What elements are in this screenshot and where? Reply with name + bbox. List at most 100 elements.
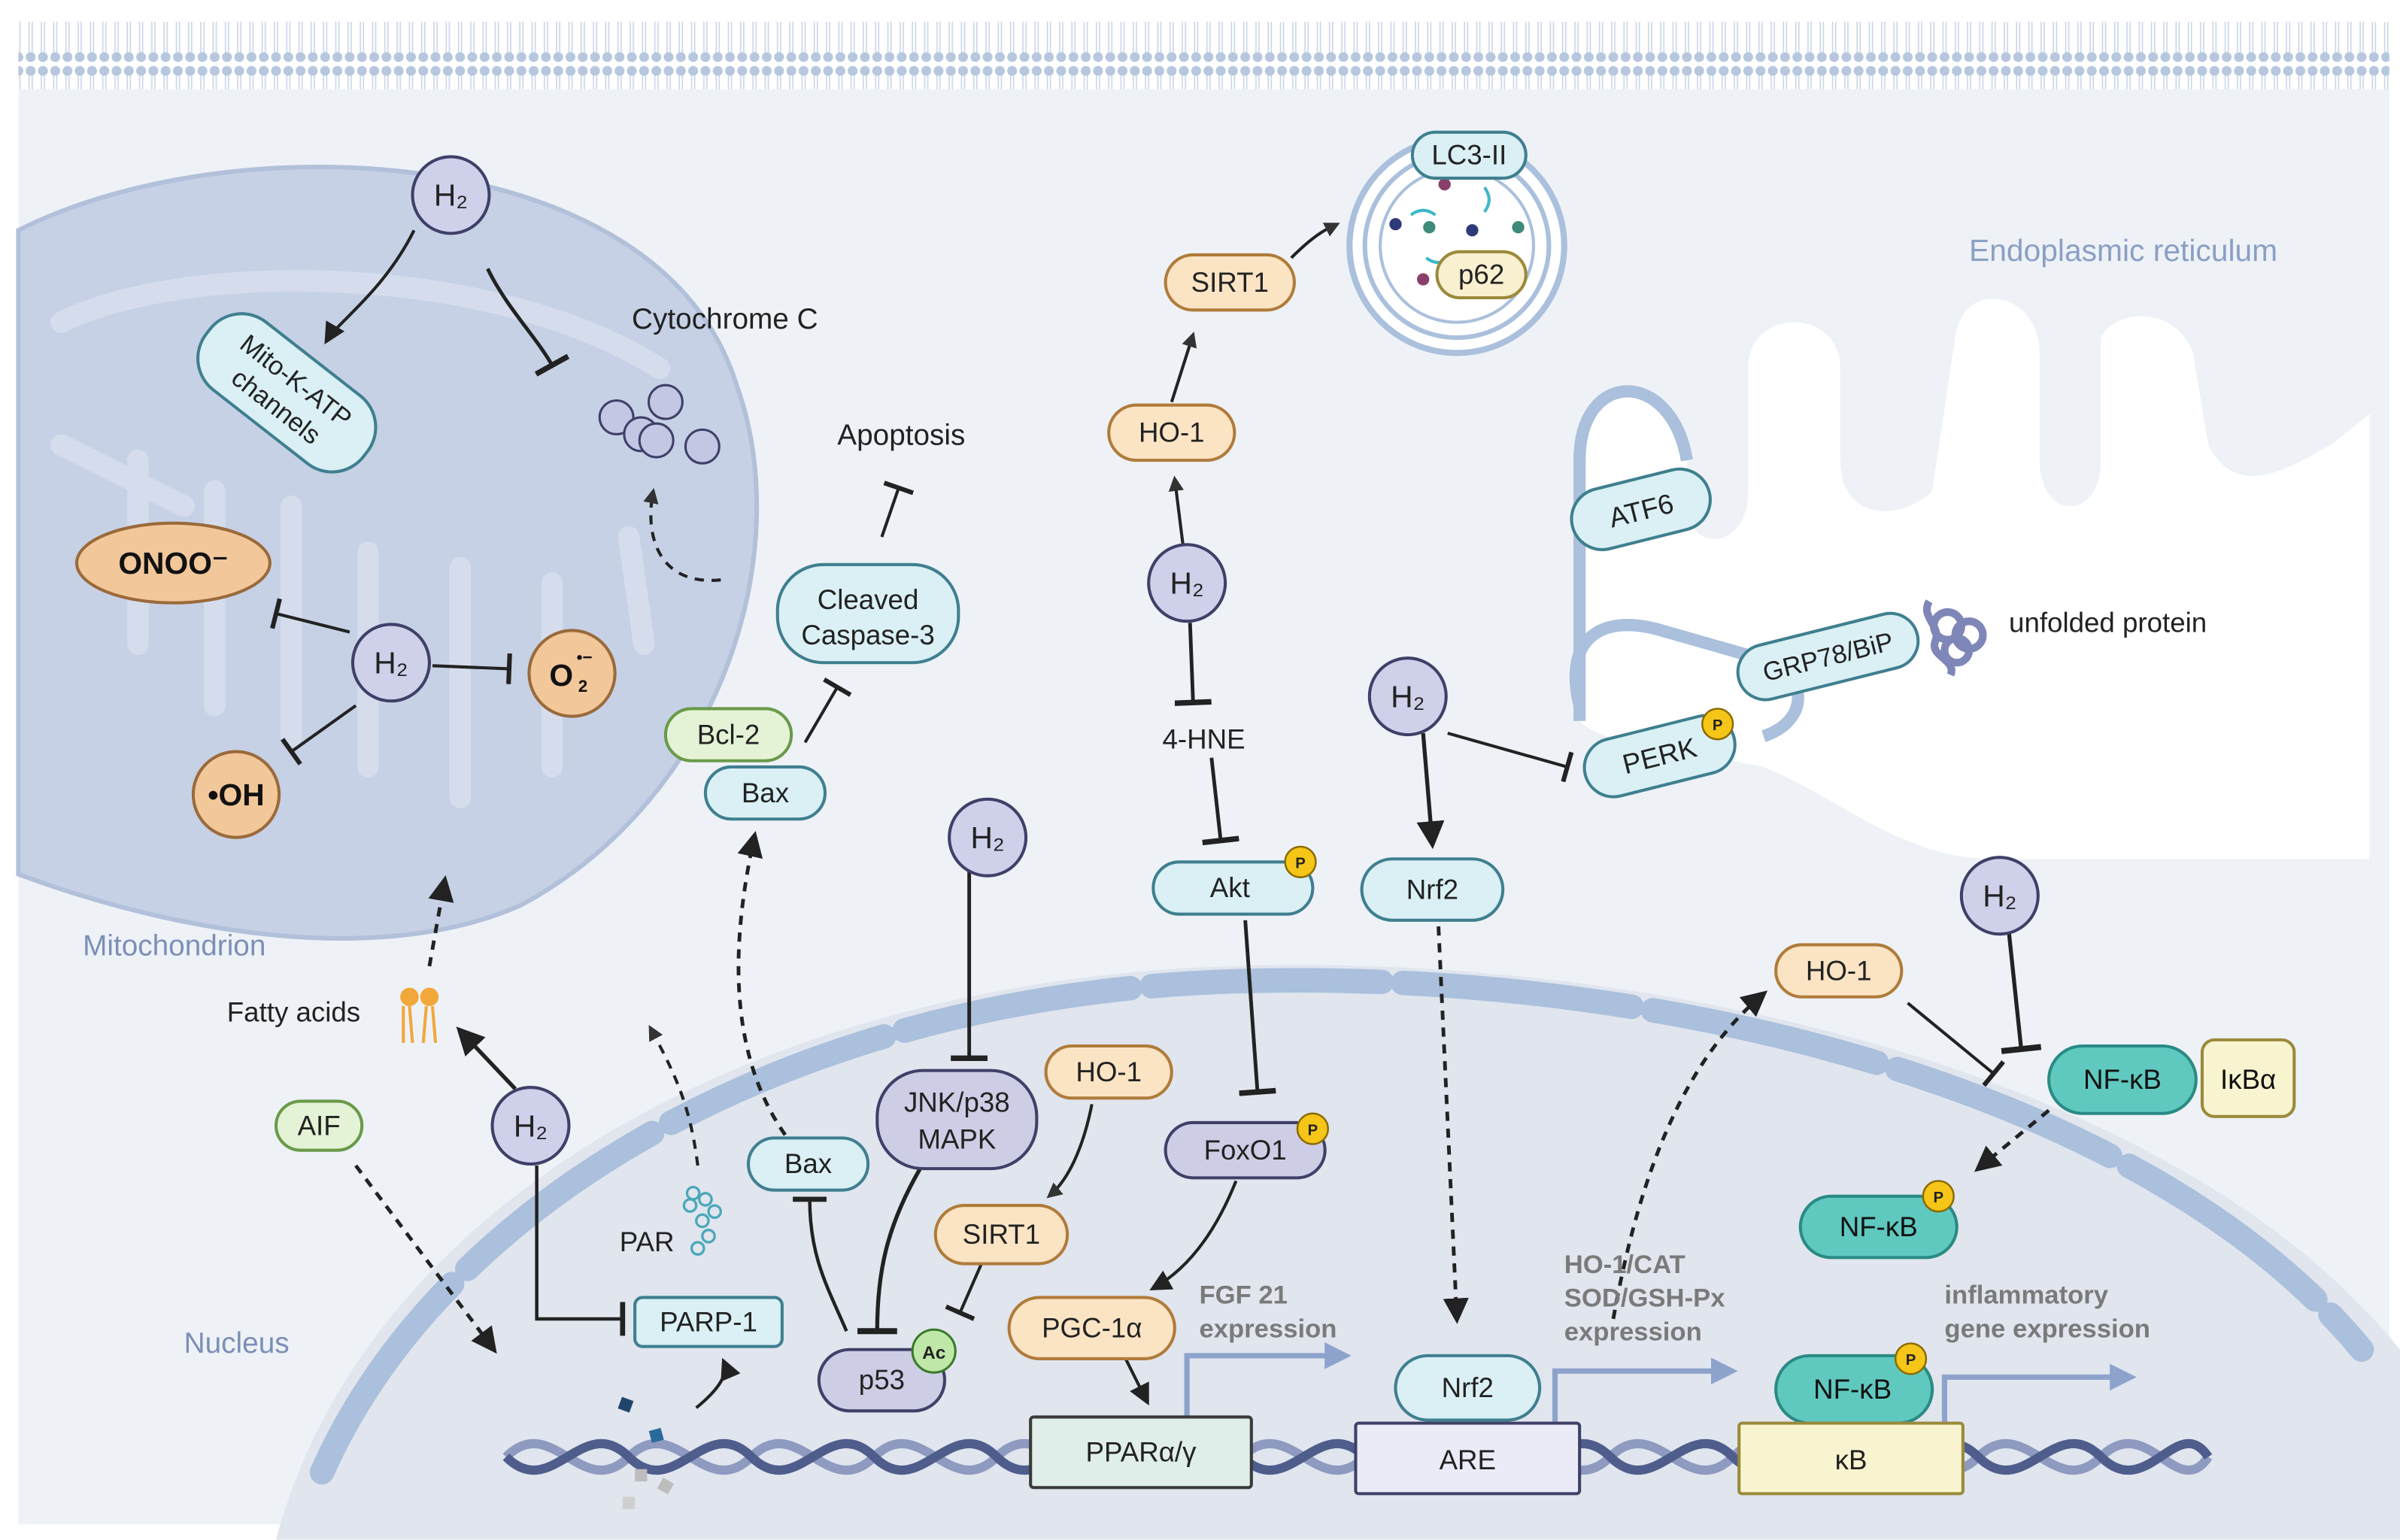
pgc1a-node (1007, 1296, 1176, 1361)
svg-text:Ac: Ac (922, 1343, 945, 1363)
phospho-badge (1284, 845, 1317, 878)
ppar-label: PPARα/γ (1086, 1437, 1197, 1468)
cytochrome-c-label: Cytochrome C (632, 303, 818, 335)
parp1-node (633, 1296, 784, 1348)
par-label: PAR (620, 1226, 675, 1257)
endoplasmic-reticulum (1573, 299, 2370, 859)
svg-text:H₂: H₂ (1391, 679, 1425, 714)
mitochondrion-label: Mitochondrion (83, 930, 265, 962)
onoo-node (74, 521, 272, 605)
superoxide-sub: 2 (578, 677, 587, 696)
ppar-node (1029, 1415, 1253, 1490)
kb-node (1737, 1421, 1965, 1496)
lc3-label: LC3-II (1431, 140, 1506, 171)
ikba-label: IκBα (2220, 1064, 2276, 1095)
sirt1-top-label: SIRT1 (1191, 267, 1269, 298)
nrf2-nuc-label: Nrf2 (1442, 1372, 1494, 1403)
are-label: ARE (1440, 1445, 1496, 1475)
svg-text:H₂: H₂ (1170, 566, 1204, 601)
ho1-right-node (1774, 943, 1904, 999)
atf6-node: ATF6 (1570, 467, 1712, 552)
foxo1-node (1164, 1120, 1327, 1180)
h2-nrf2: H₂ (1367, 656, 1448, 737)
nfkb-label: NF-κB (2083, 1064, 2162, 1095)
oh-node (191, 750, 281, 839)
ho1-mid-node (1044, 1044, 1173, 1100)
superoxide-sup: •− (577, 647, 593, 666)
jnk-label-line2: MAPK (918, 1124, 997, 1155)
antioxidant-label-line2: SOD/GSH-Px (1564, 1284, 1725, 1313)
jnk-label-line1: JNK/p38 (904, 1087, 1010, 1118)
svg-text:P: P (1295, 855, 1306, 872)
cytochrome-c-icon (598, 383, 721, 465)
oh-label: •OH (208, 778, 264, 812)
p62-label: p62 (1458, 259, 1504, 290)
svg-text:H₂: H₂ (514, 1108, 548, 1143)
fatty-acids-label: Fatty acids (227, 996, 360, 1027)
inflammatory-label-line1: inflammatory (1944, 1281, 2108, 1310)
superoxide-node (527, 629, 617, 718)
svg-text:H₂: H₂ (434, 178, 468, 213)
ho1-top-node (1107, 403, 1236, 462)
pgc1a-label: PGC-1α (1042, 1312, 1142, 1343)
phospho-badge (1894, 1342, 1928, 1375)
nfkb-p-node (1798, 1194, 1959, 1260)
fatty-acid-icon (400, 987, 439, 1044)
phospho-badge (1701, 708, 1734, 741)
svg-text:P: P (1906, 1352, 1916, 1369)
nodes: LC3-II p62 SIRT1 HO-1 Cleaved Caspase-3 … (274, 130, 2296, 1496)
perk-node: PERK (1582, 714, 1737, 799)
fgf21-label-line1: FGF 21 (1199, 1281, 1287, 1310)
cleaved-caspase3-node (775, 562, 960, 665)
superoxide-label: O (549, 658, 573, 693)
antioxidant-label-line1: HO-1/CAT (1564, 1250, 1685, 1279)
svg-text:H₂: H₂ (374, 646, 408, 681)
nfkb-nuc-label: NF-κB (1813, 1374, 1892, 1405)
unfolded-protein-label: unfolded protein (2009, 607, 2207, 638)
akt-label: Akt (1210, 872, 1250, 903)
inflammatory-label-line2: gene expression (1944, 1314, 2150, 1343)
h2-top: H₂ (411, 155, 491, 235)
ho1-top-label: HO-1 (1139, 417, 1205, 448)
acetyl-badge (911, 1328, 957, 1374)
sirt1-top-node (1164, 253, 1296, 312)
unfolded-protein-icon (1922, 599, 1987, 677)
aif-node (274, 1099, 364, 1152)
are-node (1354, 1421, 1582, 1496)
svg-text:P: P (1713, 717, 1723, 734)
nrf2-nuc-node (1394, 1354, 1542, 1422)
ho1-mid-label: HO-1 (1076, 1056, 1142, 1087)
cleaved-label-line2: Caspase-3 (801, 620, 934, 650)
mito-katp-node: Mito-K-ATP channels (196, 312, 378, 474)
er-label: Endoplasmic reticulum (1969, 233, 2277, 268)
p62-node (1435, 250, 1528, 300)
svg-text:H₂: H₂ (1983, 878, 2016, 913)
ho1-right-label: HO-1 (1806, 955, 1872, 986)
h2-parp: H₂ (490, 1086, 571, 1166)
svg-text:P: P (1933, 1190, 1943, 1206)
h2-jnk: H₂ (948, 797, 1028, 878)
jnk-mapk-node (875, 1069, 1039, 1171)
bax-top-label: Bax (742, 778, 789, 808)
h2-akt: H₂ (1147, 543, 1227, 623)
nrf2-cyto-label: Nrf2 (1406, 874, 1458, 905)
bcl2-node (663, 707, 793, 762)
p53-node (817, 1348, 947, 1413)
svg-text:H₂: H₂ (970, 820, 1004, 855)
h2-molecules: H₂ H₂ H₂ H₂ H₂ H₂ H₂ (350, 155, 2040, 1166)
aif-label: AIF (298, 1110, 341, 1141)
badges: P P P P P Ac (911, 708, 1955, 1375)
sirt1-mid-label: SIRT1 (963, 1219, 1040, 1250)
parp1-label: PARP-1 (660, 1306, 757, 1337)
phospho-badge (1296, 1112, 1329, 1145)
h2-nfkb: H₂ (1959, 856, 2040, 936)
gene-expression-arrows (1184, 1342, 2137, 1426)
hne-label: 4-HNE (1163, 723, 1246, 754)
nucleus-label: Nucleus (184, 1327, 290, 1360)
bax-mid-label: Bax (784, 1148, 832, 1179)
par-chain-icon (682, 1185, 722, 1256)
kb-label: κB (1835, 1445, 1868, 1475)
phospho-badge (1922, 1180, 1955, 1213)
